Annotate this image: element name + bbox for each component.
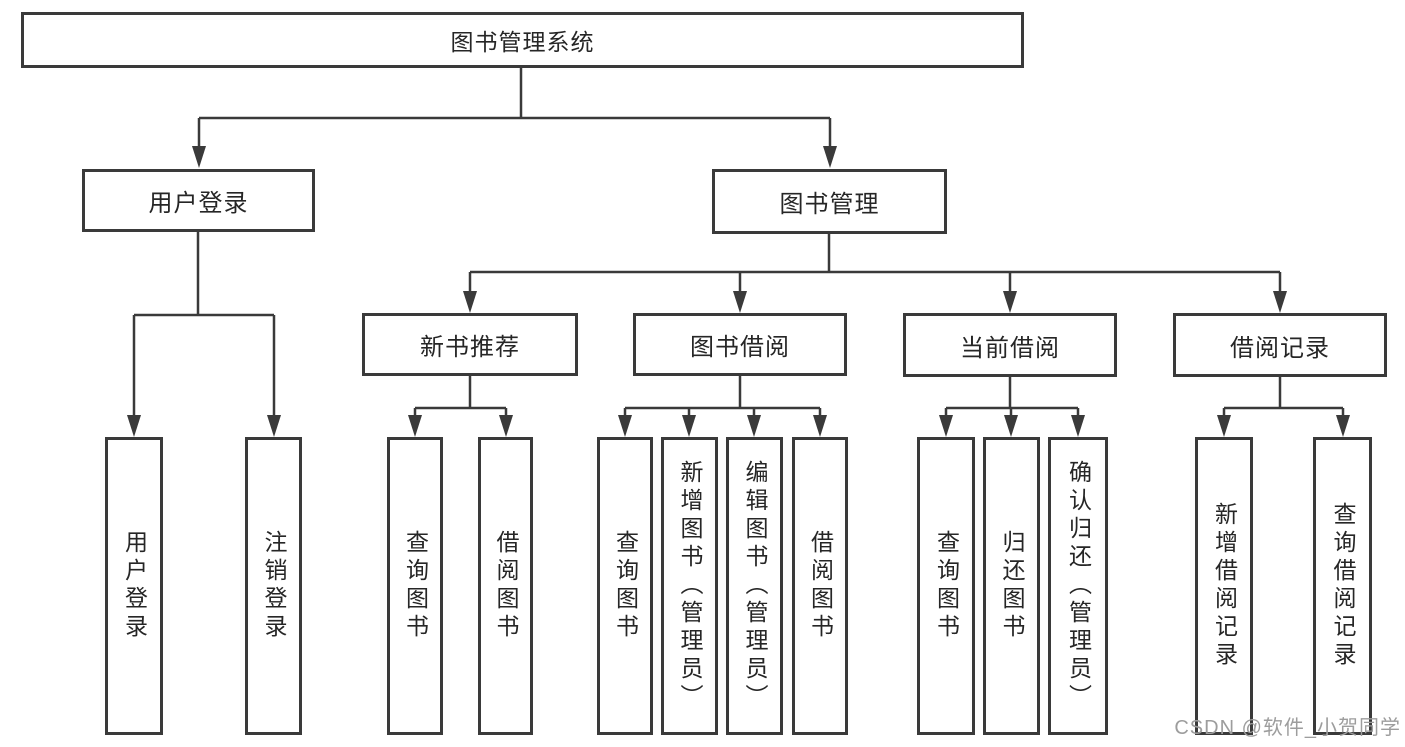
node-library-management-system: 图书管理系统 xyxy=(21,12,1024,68)
leaf-logout: 注销登录 xyxy=(245,437,302,735)
leaf-add-books-admin: 新增图书（管理员） xyxy=(661,437,718,735)
node-book-management: 图书管理 xyxy=(712,169,947,234)
node-user-login: 用户登录 xyxy=(82,169,315,232)
csdn-watermark: CSDN @软件_小贺同学 xyxy=(1174,717,1401,739)
connector-borrow-record-to-leaves xyxy=(1217,376,1350,437)
node-new-book-recommendation: 新书推荐 xyxy=(362,313,578,376)
connector-root-to-branches xyxy=(192,68,837,168)
connector-user-login-to-leaves xyxy=(127,232,281,437)
connector-book-management-to-sections xyxy=(463,234,1287,313)
leaf-user-login: 用户登录 xyxy=(105,437,163,735)
node-book-borrowing: 图书借阅 xyxy=(633,313,847,376)
leaf-query-books-recommend: 查询图书 xyxy=(387,437,443,735)
node-current-borrowing: 当前借阅 xyxy=(903,313,1117,377)
leaf-borrow-books: 借阅图书 xyxy=(792,437,848,735)
leaf-return-books: 归还图书 xyxy=(983,437,1040,735)
leaf-edit-books-admin: 编辑图书（管理员） xyxy=(726,437,783,735)
leaf-add-borrow-record: 新增借阅记录 xyxy=(1195,437,1253,735)
leaf-query-books-borrow: 查询图书 xyxy=(597,437,653,735)
leaf-borrow-books-recommend: 借阅图书 xyxy=(478,437,533,735)
node-borrowing-records: 借阅记录 xyxy=(1173,313,1387,377)
connector-new-book-to-leaves xyxy=(408,376,513,437)
leaf-query-borrow-record: 查询借阅记录 xyxy=(1313,437,1372,735)
leaf-confirm-return-admin: 确认归还（管理员） xyxy=(1048,437,1108,735)
leaf-query-books-current: 查询图书 xyxy=(917,437,975,735)
connector-book-borrow-to-leaves xyxy=(618,376,827,437)
connector-current-borrow-to-leaves xyxy=(939,376,1085,437)
